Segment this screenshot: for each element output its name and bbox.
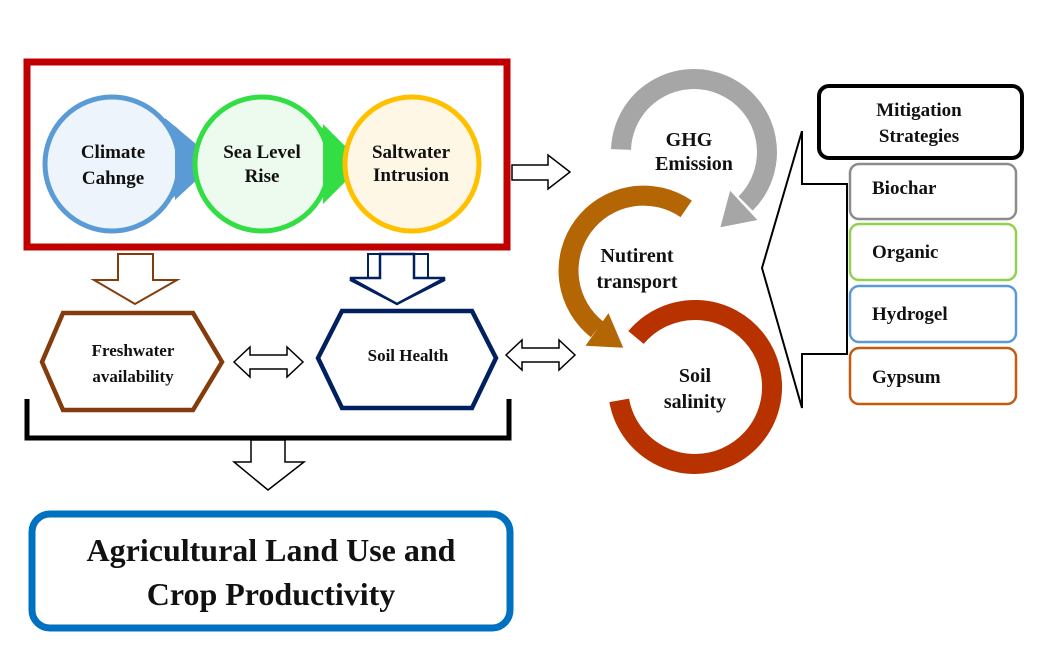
double-arrow-freshwater-soil-icon bbox=[232, 345, 305, 379]
climate-change-line1: Climate bbox=[81, 142, 145, 163]
salinity-line1: Soil bbox=[679, 365, 712, 387]
down-arrow-freshwater-icon bbox=[90, 253, 181, 306]
mitigation-item-hydrogel: Hydrogel bbox=[872, 304, 948, 325]
ghg-line1: GHG bbox=[666, 129, 713, 151]
freshwater-line1: Freshwater bbox=[92, 341, 175, 360]
nutrient-arrowhead-icon bbox=[585, 313, 624, 348]
mitigation-callout bbox=[760, 130, 848, 409]
double-arrow-soil-cycle-icon bbox=[504, 338, 577, 372]
nutrient-line1: Nutirent bbox=[601, 245, 674, 267]
salinity-arc bbox=[609, 299, 782, 474]
ghg-arrowhead-icon bbox=[720, 190, 758, 228]
mitigation-item-organic-box bbox=[848, 222, 1018, 282]
climate-change-circle bbox=[42, 94, 182, 234]
salinity-line2: salinity bbox=[664, 391, 726, 413]
mitigation-item-biochar-box bbox=[848, 162, 1018, 221]
sea-level-rise-line2: Rise bbox=[245, 166, 280, 187]
down-arrow-outcome-icon bbox=[231, 439, 307, 491]
nutrient-arc bbox=[558, 185, 692, 338]
climate-change-line2: Cahnge bbox=[82, 168, 144, 189]
soil-health-label: Soil Health bbox=[368, 346, 449, 365]
right-arrow-to-cycle-icon bbox=[511, 153, 572, 191]
bracket bbox=[24, 399, 512, 441]
outcome-line1: Agricultural Land Use and bbox=[87, 532, 456, 568]
freshwater-line2: availability bbox=[92, 367, 174, 386]
mitigation-title-box bbox=[817, 84, 1024, 160]
outcome-box bbox=[28, 510, 514, 632]
saltwater-intrusion-circle bbox=[342, 94, 482, 234]
outcome-line2: Crop Productivity bbox=[147, 576, 396, 612]
mitigation-item-organic: Organic bbox=[872, 242, 939, 263]
mitigation-item-gypsum-box bbox=[848, 346, 1018, 406]
saltwater-intrusion-line1: Saltwater bbox=[372, 142, 451, 163]
nutrient-line2: transport bbox=[596, 271, 677, 293]
ghg-line2: Emission bbox=[655, 153, 733, 175]
mitigation-item-gypsum: Gypsum bbox=[872, 367, 941, 388]
down-arrow-soil-health-inner-icon bbox=[349, 252, 446, 306]
mitigation-item-biochar: Biochar bbox=[872, 178, 937, 199]
ghg-arc bbox=[611, 69, 777, 211]
sea-level-rise-line1: Sea Level bbox=[223, 142, 301, 163]
mitigation-title-line1: Mitigation bbox=[876, 100, 962, 121]
mitigation-title-line2: Strategies bbox=[879, 126, 959, 147]
mitigation-item-hydrogel-box bbox=[848, 284, 1018, 344]
sea-level-rise-circle bbox=[192, 94, 332, 234]
cycle-group bbox=[558, 69, 782, 474]
freshwater-hexagon bbox=[39, 310, 225, 413]
saltwater-intrusion-line2: Intrusion bbox=[373, 165, 449, 186]
soil-health-hexagon bbox=[315, 308, 499, 411]
